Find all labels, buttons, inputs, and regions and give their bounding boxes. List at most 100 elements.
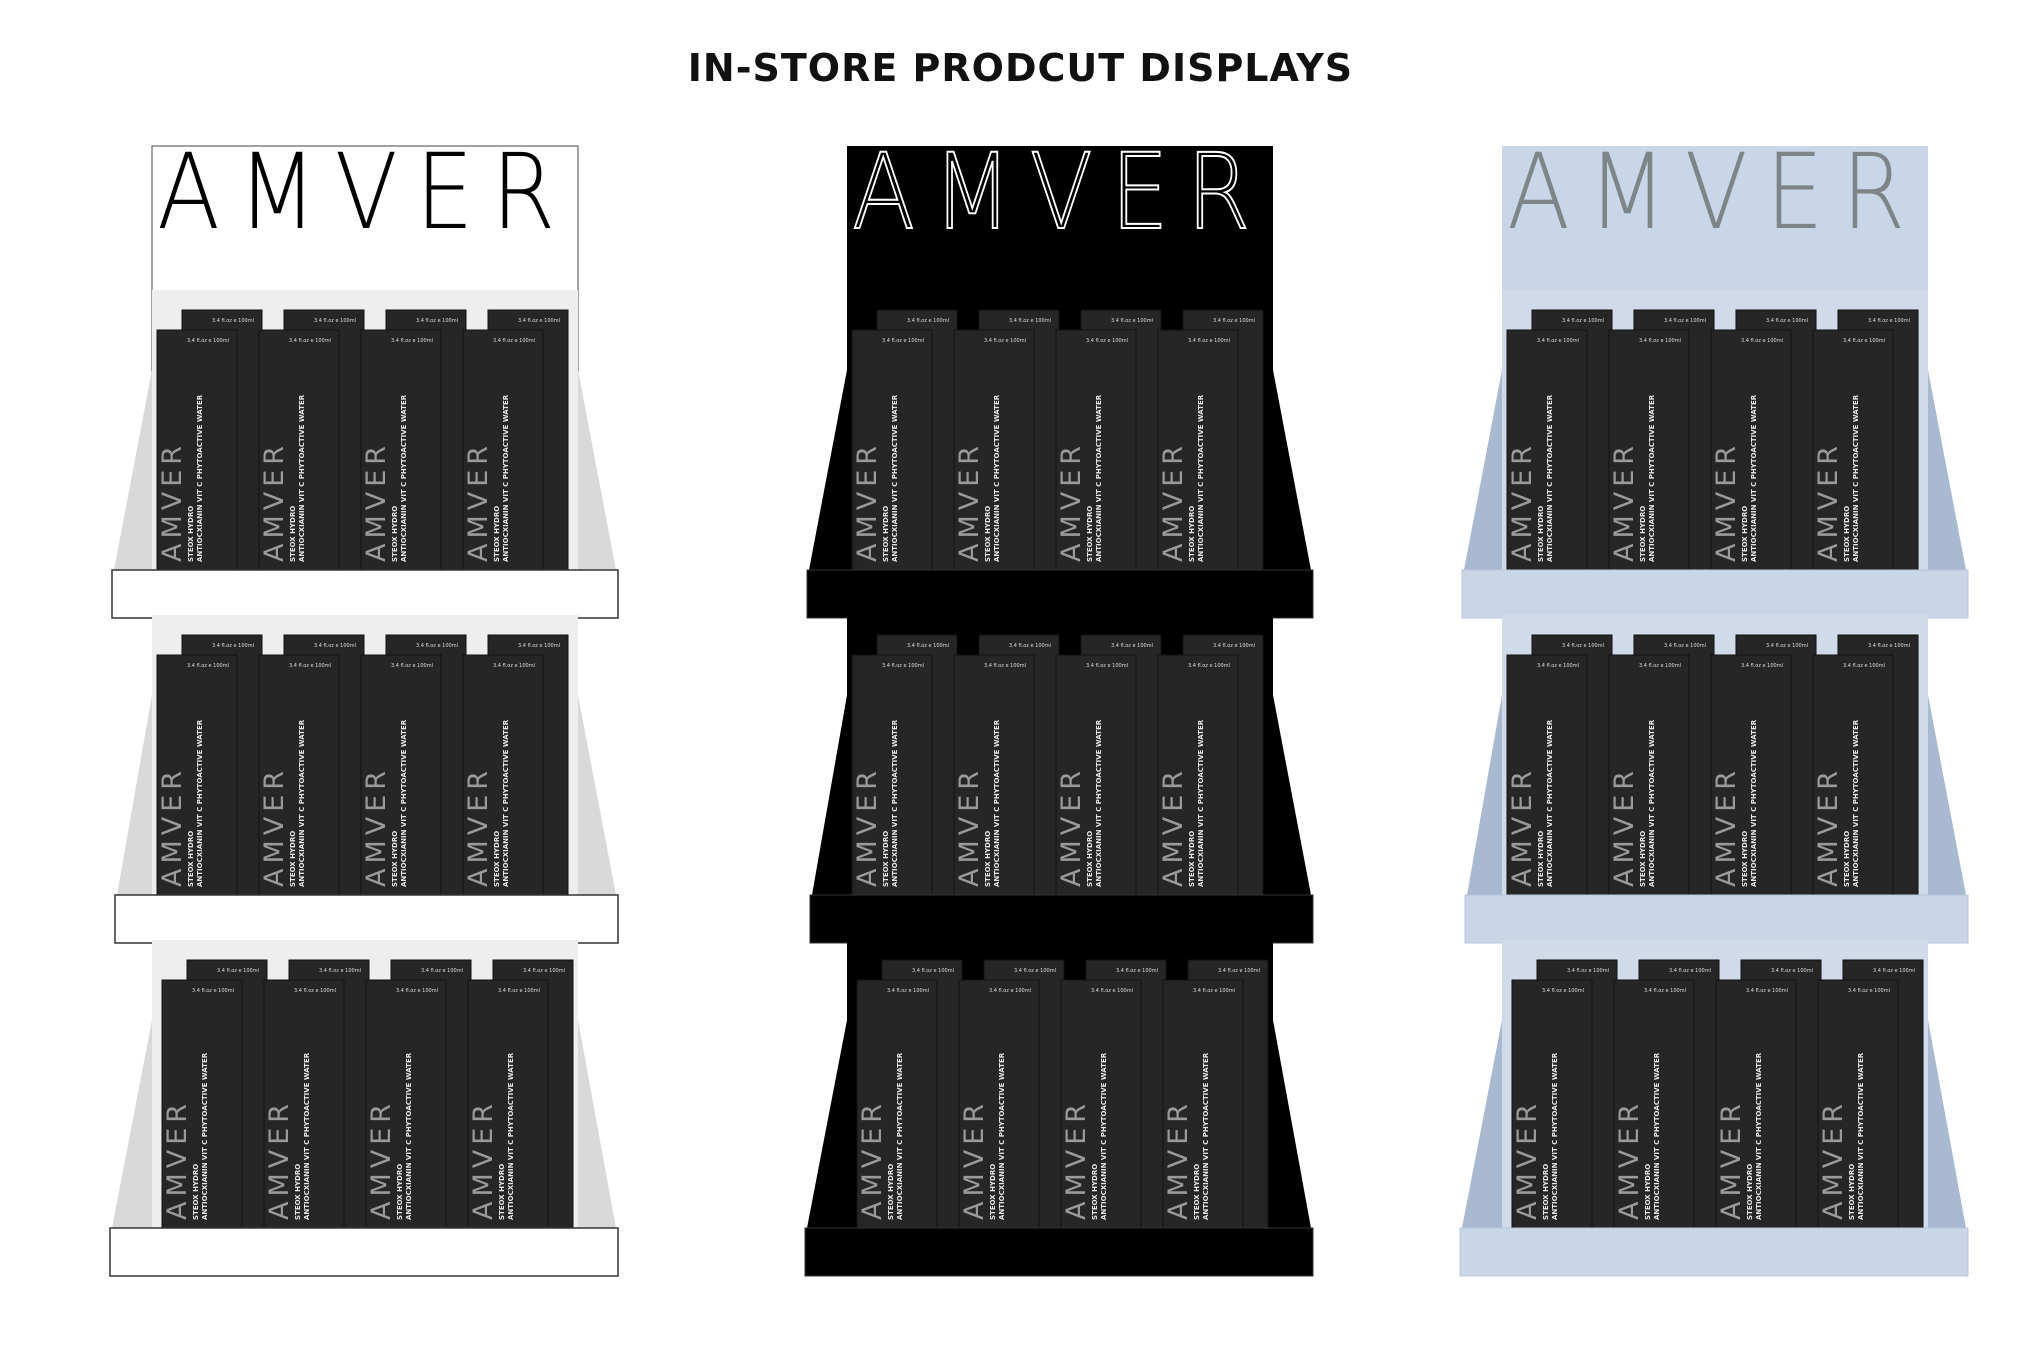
product-line1-label: STEOX HYDRO <box>1639 506 1647 562</box>
product-brand-label: AMVER <box>259 441 290 562</box>
product-box-body <box>851 329 933 571</box>
header-brand-logo: AMVER <box>157 131 573 253</box>
product-box-body <box>462 329 544 571</box>
product-brand-label: AMVER <box>162 1099 193 1220</box>
product-line2-label: ANTIOCXIANIN VIT C PHYTOACTIVE WATER <box>1750 719 1758 887</box>
product-volume-label: 3.4 fl.oz e 100ml <box>1542 988 1584 994</box>
tier-right-wall <box>1928 370 1966 570</box>
product-box-body <box>1511 979 1593 1229</box>
product-brand-label: AMVER <box>366 1099 397 1220</box>
product-line1-label: STEOX HYDRO <box>1644 1164 1652 1220</box>
product-volume-label: 3.4 fl.oz e 100ml <box>1741 338 1783 344</box>
product-volume-label: 3.4 fl.oz e 100ml <box>907 318 949 324</box>
product-volume-label: 3.4 fl.oz e 100ml <box>187 338 229 344</box>
product-volume-label: 3.4 fl.oz e 100ml <box>1213 643 1255 649</box>
shelf-front-lip <box>804 1227 1314 1277</box>
product-volume-label: 3.4 fl.oz e 100ml <box>1843 663 1885 669</box>
product-volume-label: 3.4 fl.oz e 100ml <box>1218 968 1260 974</box>
product-brand-label: AMVER <box>1507 766 1538 887</box>
product-brand-label: AMVER <box>1507 441 1538 562</box>
product-brand-label: AMVER <box>361 766 392 887</box>
tier-right-wall <box>578 370 616 570</box>
product-box-body <box>467 979 549 1229</box>
product-line1-label: STEOX HYDRO <box>391 831 399 887</box>
product-line2-label: ANTIOCXIANIN VIT C PHYTOACTIVE WATER <box>891 394 899 562</box>
product-volume-label: 3.4 fl.oz e 100ml <box>1086 663 1128 669</box>
product-volume-label: 3.4 fl.oz e 100ml <box>416 643 458 649</box>
product-box-body <box>1060 979 1142 1229</box>
product-volume-label: 3.4 fl.oz e 100ml <box>1669 968 1711 974</box>
product-line2-label: ANTIOCXIANIN VIT C PHYTOACTIVE WATER <box>196 719 204 887</box>
product-volume-label: 3.4 fl.oz e 100ml <box>1639 338 1681 344</box>
product-brand-label: AMVER <box>468 1099 499 1220</box>
product-volume-label: 3.4 fl.oz e 100ml <box>1111 318 1153 324</box>
product-volume-label: 3.4 fl.oz e 100ml <box>1562 643 1604 649</box>
product-volume-label: 3.4 fl.oz e 100ml <box>1868 318 1910 324</box>
tier-right-wall <box>1928 695 1966 895</box>
product-volume-label: 3.4 fl.oz e 100ml <box>498 988 540 994</box>
product-volume-label: 3.4 fl.oz e 100ml <box>1111 643 1153 649</box>
product-box-body <box>263 979 345 1229</box>
product-volume-label: 3.4 fl.oz e 100ml <box>391 663 433 669</box>
product-line1-label: STEOX HYDRO <box>1086 506 1094 562</box>
product-line2-label: ANTIOCXIANIN VIT C PHYTOACTIVE WATER <box>1095 394 1103 562</box>
product-volume-label: 3.4 fl.oz e 100ml <box>1873 968 1915 974</box>
product-box-body <box>953 329 1035 571</box>
product-line1-label: STEOX HYDRO <box>1086 831 1094 887</box>
product-brand-label: AMVER <box>1609 766 1640 887</box>
product-box-body <box>360 654 442 896</box>
product-volume-label: 3.4 fl.oz e 100ml <box>912 968 954 974</box>
product-line2-label: ANTIOCXIANIN VIT C PHYTOACTIVE WATER <box>1095 719 1103 887</box>
product-brand-label: AMVER <box>852 766 883 887</box>
product-box-body <box>856 979 938 1229</box>
product-line2-label: ANTIOCXIANIN VIT C PHYTOACTIVE WATER <box>502 394 510 562</box>
product-line1-label: STEOX HYDRO <box>187 831 195 887</box>
product-volume-label: 3.4 fl.oz e 100ml <box>1843 338 1885 344</box>
product-line1-label: STEOX HYDRO <box>989 1164 997 1220</box>
product-box-body <box>1162 979 1244 1229</box>
product-line2-label: ANTIOCXIANIN VIT C PHYTOACTIVE WATER <box>1857 1052 1865 1220</box>
product-volume-label: 3.4 fl.oz e 100ml <box>192 988 234 994</box>
product-line1-label: STEOX HYDRO <box>493 831 501 887</box>
product-volume-label: 3.4 fl.oz e 100ml <box>882 338 924 344</box>
product-line2-label: ANTIOCXIANIN VIT C PHYTOACTIVE WATER <box>502 719 510 887</box>
product-brand-label: AMVER <box>857 1099 888 1220</box>
tier-right-wall <box>1273 370 1311 570</box>
product-line1-label: STEOX HYDRO <box>289 506 297 562</box>
product-brand-label: AMVER <box>1158 766 1189 887</box>
product-line1-label: STEOX HYDRO <box>1188 831 1196 887</box>
product-volume-label: 3.4 fl.oz e 100ml <box>518 318 560 324</box>
tier-left-wall <box>1462 1020 1502 1228</box>
shelf-front-lip <box>1464 894 1969 944</box>
product-volume-label: 3.4 fl.oz e 100ml <box>1771 968 1813 974</box>
product-box-body <box>958 979 1040 1229</box>
product-volume-label: 3.4 fl.oz e 100ml <box>887 988 929 994</box>
tier-left-wall <box>112 1020 152 1228</box>
product-line1-label: STEOX HYDRO <box>1843 506 1851 562</box>
product-line1-label: STEOX HYDRO <box>1741 506 1749 562</box>
product-box-body <box>258 329 340 571</box>
product-line1-label: STEOX HYDRO <box>289 831 297 887</box>
header-brand-logo: AMVER <box>1507 131 1923 253</box>
product-line2-label: ANTIOCXIANIN VIT C PHYTOACTIVE WATER <box>1750 394 1758 562</box>
product-volume-label: 3.4 fl.oz e 100ml <box>1193 988 1235 994</box>
product-box-body <box>365 979 447 1229</box>
product-volume-label: 3.4 fl.oz e 100ml <box>493 338 535 344</box>
product-line1-label: STEOX HYDRO <box>1542 1164 1550 1220</box>
product-volume-label: 3.4 fl.oz e 100ml <box>212 318 254 324</box>
